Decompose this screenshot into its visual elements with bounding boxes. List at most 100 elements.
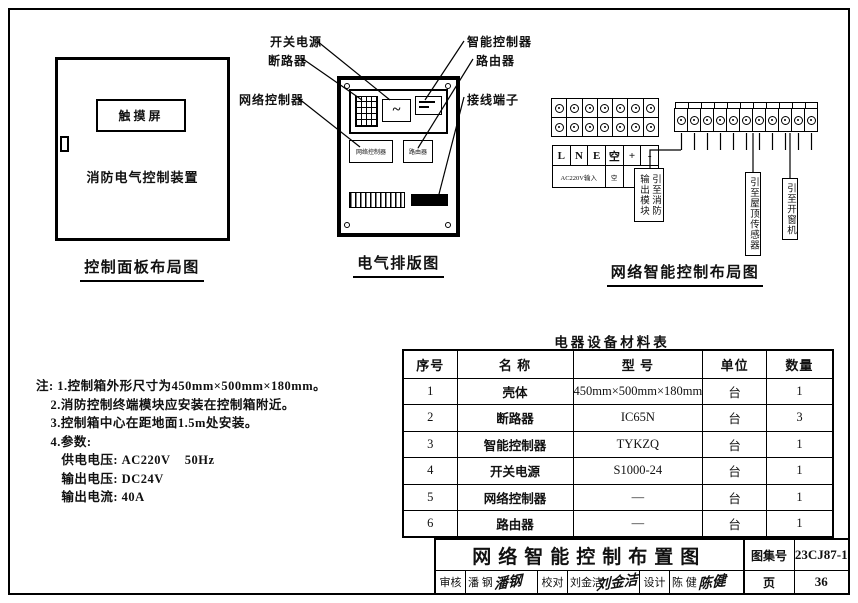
terminal [778,108,792,132]
title-block-main: 网络智能控制布置图 审核 潘 钢 潘钢 校对 刘金洁 刘金洁 设计 陈 健 陈健 [436,540,743,594]
terminal [551,117,568,137]
terminal [551,98,568,118]
materials-cell: 台 [702,457,768,485]
title-block: 网络智能控制布置图 审核 潘 钢 潘钢 校对 刘金洁 刘金洁 设计 陈 健 陈健 [434,538,848,594]
terminal-label: L [557,149,565,162]
terminal-screw-icon [585,103,595,113]
network-controller-box: 网络控制器 [349,140,393,163]
terminal [612,98,629,118]
terminal-sublabel: 空 [604,166,623,187]
proof-name-cell: 刘金洁 刘金洁 [568,571,640,594]
terminal [596,117,614,137]
callout-terminals: 接线端子 [466,91,521,108]
drawing-title: 网络智能控制布置图 [436,540,743,571]
materials-header-cell: 序号 [402,349,458,379]
terminal-row [674,108,818,132]
terminal [642,98,659,118]
left-terminal-group [551,98,659,137]
mounting-hole-icon [445,222,451,228]
device-label: 消防电气控制装置 [86,170,199,185]
right-terminal-group [674,108,818,132]
terminal [765,108,779,132]
materials-cell: S1000-24 [572,457,704,485]
materials-cell: — [572,510,704,538]
materials-cell: 1 [766,510,834,538]
terminal [726,108,740,132]
materials-cell: 2 [402,404,458,432]
electrical-panel: ~ 网络控制器 路由器 [337,76,460,237]
terminal [739,108,753,132]
terminal-screw-icon [631,103,641,113]
proof-label: 校对 [538,571,568,593]
terminal-strip-icon [349,192,405,208]
note-line: 4.参数: [36,434,92,449]
terminal-label: + [622,146,641,165]
network-caption-wrap: 网络智能控制布局图 [540,261,830,287]
terminal-label: E [587,146,605,165]
terminal-sublabel: AC220V输入 [560,174,597,182]
materials-cell: 网络控制器 [456,483,574,511]
materials-cell: 台 [702,510,768,538]
terminal-screw-icon [600,122,610,132]
terminal [752,108,766,132]
control-cabinet [55,57,230,241]
terminal [700,108,714,132]
terminal [627,117,644,137]
terminal-screw-icon [793,115,803,125]
terminal-label: 空 [605,146,623,165]
materials-header-cell: 名 称 [456,349,574,379]
terminal-screw-icon [702,115,712,125]
terminal-screw-icon [554,103,564,113]
terminal [566,117,583,137]
touchscreen-box: 触摸屏 [96,99,186,132]
terminal-sublabel [622,166,658,187]
design-name-cell: 陈 健 陈健 [670,571,743,593]
atlas-number: 23CJ87-1 [794,547,848,562]
callout-network-controller: 网络控制器 [238,91,306,108]
materials-cell: 断路器 [456,404,574,432]
terminal-screw-icon [728,115,738,125]
callout-router: 路由器 [475,52,517,69]
terminal-screw-icon [715,115,725,125]
terminal-screw-icon [554,122,564,132]
terminal-screw-icon [631,122,641,132]
terminal-screw-icon [569,103,579,113]
smart-controller-icon [415,96,442,115]
materials-cell: 1 [766,377,834,405]
materials-cell: 5 [402,483,458,511]
materials-header-cell: 型 号 [572,349,704,379]
review-name: 潘 钢 [468,577,493,589]
terminal [596,98,614,118]
review-name-cell: 潘 钢 潘钢 [466,571,538,593]
notes-block: 注: 1.控制箱外形尺寸为450mm×500mm×180mm。 2.消防控制终端… [36,377,326,507]
title-block-side: 图集号 23CJ87-1 页 36 [742,540,848,593]
terminal-screw-icon [615,122,625,132]
materials-cell: 开关电源 [456,457,574,485]
materials-cell: 路由器 [456,510,574,538]
materials-cell: 台 [702,404,768,432]
roles-row: 审核 潘 钢 潘钢 校对 刘金洁 刘金洁 设计 陈 健 陈健 [436,571,743,594]
page-label: 页 [745,571,795,593]
materials-cell: 智能控制器 [456,430,574,458]
materials-header-row: 序号名 称型 号单位数量 [402,349,834,379]
review-label: 审核 [436,571,466,593]
materials-cell: 4 [402,457,458,485]
terminal [791,108,805,132]
network-caption: 网络智能控制布局图 [606,261,764,287]
note-line: 输出电压: DC24V [36,471,164,486]
terminal-screw-icon [806,115,816,125]
terminal-label: - [640,146,658,165]
materials-cell: 台 [702,483,768,511]
note-line: 输出电流: 40A [36,490,145,504]
panel-caption: 控制面板布局图 [80,256,204,282]
terminal-row [551,117,659,137]
materials-cell: TYKZQ [572,430,704,458]
panel-caption-wrap: 控制面板布局图 [47,256,237,282]
din-rail-box: ~ [349,89,448,134]
review-signature: 潘钢 [494,573,522,594]
